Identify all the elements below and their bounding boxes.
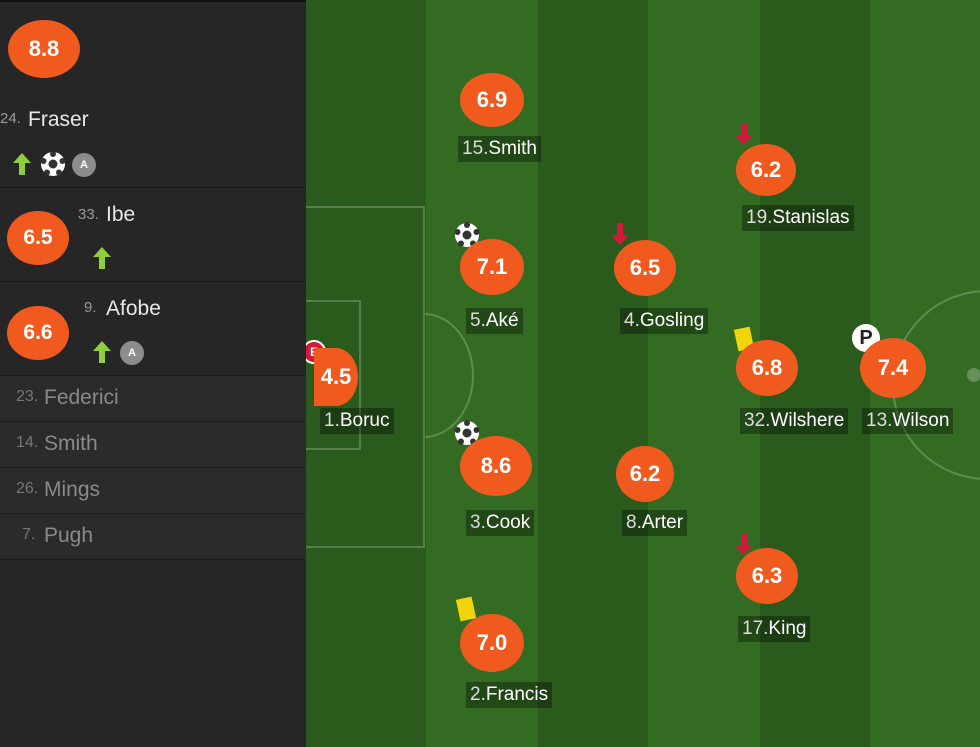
player-name: Pugh bbox=[44, 524, 94, 547]
rating-badge: 6.6 bbox=[7, 306, 69, 360]
bench-row[interactable]: 26. Mings bbox=[0, 468, 306, 514]
player-name: Wilshere bbox=[770, 410, 845, 431]
rating-badge: 6.8 bbox=[736, 340, 798, 396]
shirt-number: 14. bbox=[16, 434, 39, 451]
player-name: Federici bbox=[44, 386, 119, 409]
shirt-number: 4. bbox=[624, 310, 640, 331]
shirt-number: 15. bbox=[462, 138, 489, 159]
shirt-number: 2. bbox=[470, 684, 486, 705]
shirt-number: 33. bbox=[78, 206, 99, 223]
shirt-number: 9. bbox=[84, 299, 97, 316]
goal-area bbox=[306, 300, 361, 450]
player-name: Smith bbox=[488, 138, 537, 159]
shirt-number: 8. bbox=[626, 512, 642, 533]
player-name: Wilson bbox=[892, 410, 950, 431]
player-name: Ibe bbox=[106, 203, 136, 226]
rating-badge: 8.6 bbox=[460, 436, 532, 496]
player-label: 2.Francis bbox=[466, 682, 553, 708]
bench-row[interactable]: 7. Pugh bbox=[0, 514, 306, 560]
bench-row[interactable]: 14. Smith bbox=[0, 422, 306, 468]
rating-badge: 6.5 bbox=[7, 211, 69, 265]
player-name: Cook bbox=[485, 512, 531, 533]
arrow-down-icon bbox=[735, 533, 753, 555]
shirt-number: 1. bbox=[324, 410, 340, 431]
player-name: Afobe bbox=[106, 297, 161, 320]
bench-row[interactable]: 23. Federici bbox=[0, 376, 306, 422]
substitutes-panel: 8.8 24. Fraser A 6.5 33. Ibe 6.6 9. Afob… bbox=[0, 0, 306, 747]
shirt-number: 32. bbox=[744, 410, 771, 431]
player-label: 15.Smith bbox=[458, 136, 541, 162]
player-name: Gosling bbox=[639, 310, 705, 331]
assist-icon: A bbox=[72, 153, 96, 177]
player-name: Smith bbox=[44, 432, 98, 455]
shirt-number: 13. bbox=[866, 410, 893, 431]
player-name: Boruc bbox=[339, 410, 390, 431]
player-label: 8.Arter bbox=[622, 510, 688, 536]
rating-badge: 7.1 bbox=[460, 239, 524, 295]
rating-badge: 6.3 bbox=[736, 548, 798, 604]
arrow-up-icon bbox=[93, 247, 111, 269]
rating-badge: 7.0 bbox=[460, 614, 524, 672]
player-label: 1.Boruc bbox=[320, 408, 394, 434]
player-label: 32.Wilshere bbox=[740, 408, 849, 434]
rating-badge: 4.5 bbox=[314, 348, 358, 406]
shirt-number: 19. bbox=[746, 207, 773, 228]
player-label: 5.Aké bbox=[466, 308, 523, 334]
player-name: Arter bbox=[641, 512, 684, 533]
rating-badge: 8.8 bbox=[8, 20, 80, 78]
pitch: 6.9 15.Smith 6.2 19.Stanislas 7.1 5.Aké … bbox=[306, 0, 980, 747]
arrow-up-icon bbox=[13, 153, 31, 175]
player-name: Francis bbox=[485, 684, 549, 705]
rating-badge: 6.2 bbox=[736, 144, 796, 196]
shirt-number: 24. bbox=[0, 110, 21, 127]
rating-badge: 7.4 bbox=[860, 338, 926, 398]
player-label: 19.Stanislas bbox=[742, 205, 854, 231]
football-icon bbox=[454, 222, 480, 247]
penalty-box bbox=[306, 206, 425, 548]
player-name: Stanislas bbox=[772, 207, 850, 228]
sub-player-fraser[interactable]: 8.8 24. Fraser A bbox=[0, 0, 306, 188]
sub-player-afobe[interactable]: 6.6 9. Afobe A bbox=[0, 282, 306, 376]
player-name: Fraser bbox=[28, 108, 89, 131]
player-label: 3.Cook bbox=[466, 510, 535, 536]
shirt-number: 26. bbox=[16, 480, 39, 497]
player-name: Aké bbox=[485, 310, 519, 331]
shirt-number: 17. bbox=[742, 618, 769, 639]
shirt-number: 7. bbox=[22, 526, 36, 543]
player-name: Mings bbox=[44, 478, 101, 501]
rating-badge: 6.2 bbox=[616, 446, 674, 502]
player-label: 4.Gosling bbox=[620, 308, 709, 334]
player-label: 13.Wilson bbox=[862, 408, 954, 434]
pitch-stripe bbox=[538, 0, 648, 747]
shirt-number: 5. bbox=[470, 310, 486, 331]
arrow-down-icon bbox=[735, 123, 753, 145]
sub-player-ibe[interactable]: 6.5 33. Ibe bbox=[0, 188, 306, 282]
player-name: King bbox=[768, 618, 807, 639]
football-icon bbox=[40, 151, 66, 176]
arrow-up-icon bbox=[93, 341, 111, 363]
player-label: 17.King bbox=[738, 616, 811, 642]
rating-badge: 6.9 bbox=[460, 73, 524, 127]
arrow-down-icon bbox=[611, 223, 629, 245]
rating-badge: 6.5 bbox=[614, 240, 676, 296]
panel-top-border bbox=[0, 0, 306, 2]
shirt-number: 23. bbox=[16, 388, 39, 405]
assist-icon: A bbox=[120, 341, 144, 365]
football-icon bbox=[454, 420, 480, 445]
shirt-number: 3. bbox=[470, 512, 486, 533]
center-spot bbox=[967, 368, 980, 382]
